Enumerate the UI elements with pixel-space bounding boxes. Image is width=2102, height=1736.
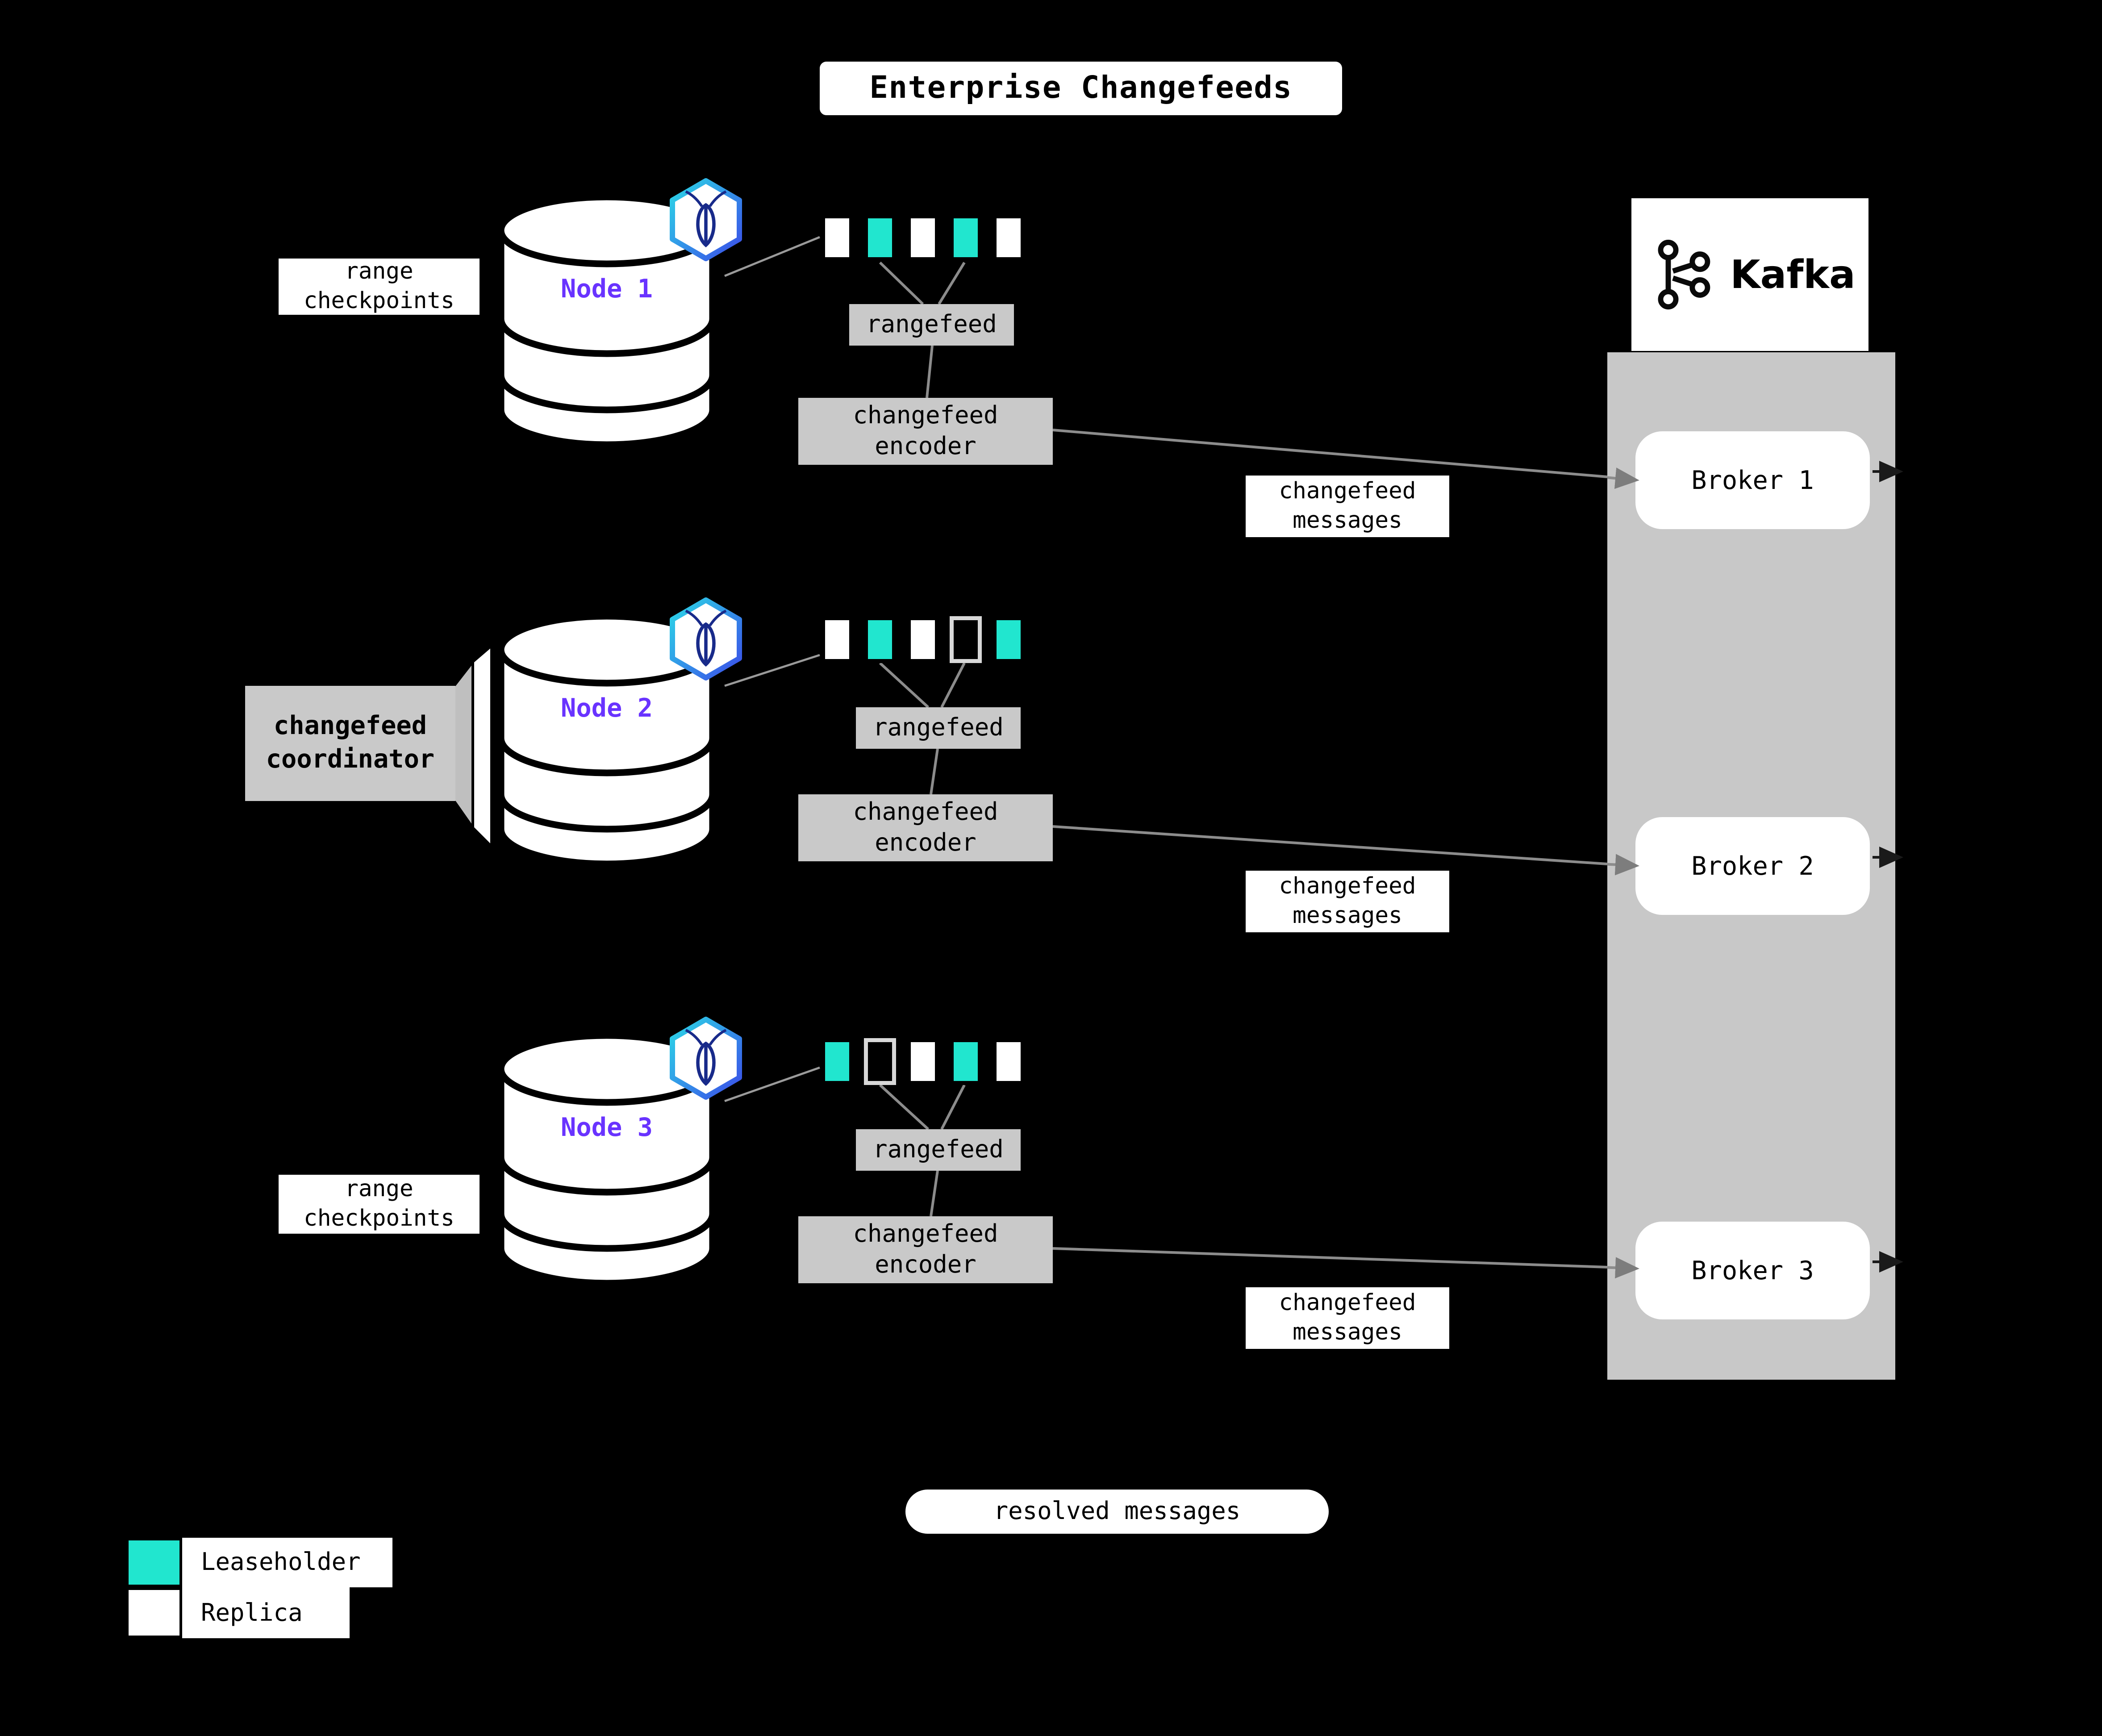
label-line: messages <box>1293 508 1402 534</box>
kafka-broker-2: Broker 2 <box>1635 817 1870 915</box>
cockroachdb-logo-icon <box>668 597 743 680</box>
range-checkpoints-label-1: range checkpoints <box>279 259 480 315</box>
node-3-database: Node 3 <box>489 1017 742 1294</box>
cockroachdb-logo-icon <box>668 1017 743 1100</box>
cockroachdb-logo-icon <box>668 178 743 261</box>
label-line: range <box>345 1176 413 1203</box>
database-cylinder-icon <box>497 613 716 868</box>
rangefeed-label-1: rangefeed <box>849 304 1014 346</box>
replica-square <box>864 616 896 663</box>
legend-replica-swatch <box>126 1587 182 1638</box>
legend-leaseholder-label: Leaseholder <box>182 1538 392 1587</box>
label-line: checkpoints <box>304 1206 455 1232</box>
changefeed-encoder-label-2: changefeed encoder <box>798 794 1053 861</box>
replica-square <box>821 214 853 261</box>
replica-square <box>821 616 853 663</box>
node-3-label: Node 3 <box>561 1113 653 1143</box>
replica-square <box>821 1038 853 1085</box>
label-line: changefeed <box>1279 478 1416 505</box>
replica-square <box>993 1038 1025 1085</box>
label-line: changefeed <box>273 711 427 741</box>
rangefeed-label-3: rangefeed <box>856 1129 1021 1171</box>
label-line: messages <box>1293 1319 1402 1346</box>
changefeed-encoder-label-1: changefeed encoder <box>798 398 1053 465</box>
changefeed-messages-label-1: changefeed messages <box>1246 476 1449 537</box>
changefeed-messages-label-3: changefeed messages <box>1246 1287 1449 1349</box>
replica-square <box>907 1038 939 1085</box>
label-line: encoder <box>875 433 976 461</box>
diagram-title: Enterprise Changefeeds <box>817 59 1345 118</box>
label-line: messages <box>1293 903 1402 930</box>
coordinator-wedge <box>453 643 493 850</box>
node-1-database: Node 1 <box>489 178 742 455</box>
node-3-replica-squares <box>821 1038 1025 1085</box>
node-2-database: Node 2 <box>489 597 742 875</box>
legend-leaseholder-swatch <box>126 1538 182 1587</box>
rangefeed-label-2: rangefeed <box>856 707 1021 749</box>
replica-square <box>907 616 939 663</box>
label-line: encoder <box>875 829 976 857</box>
database-cylinder-icon <box>497 1032 716 1287</box>
changefeed-encoder-label-3: changefeed encoder <box>798 1216 1053 1283</box>
kafka-logo: Kafka <box>1631 198 1868 351</box>
database-cylinder-icon <box>497 193 716 448</box>
kafka-icon <box>1657 239 1710 310</box>
kafka-brand-text: Kafka <box>1730 252 1856 297</box>
label-line: checkpoints <box>304 288 455 315</box>
label-line: encoder <box>875 1251 976 1279</box>
kafka-broker-3: Broker 3 <box>1635 1222 1870 1319</box>
resolved-messages-label: resolved messages <box>905 1490 1329 1534</box>
kafka-broker-1: Broker 1 <box>1635 431 1870 529</box>
label-line: changefeed <box>853 797 998 826</box>
label-line: changefeed <box>853 401 998 430</box>
label-line: coordinator <box>266 745 435 774</box>
range-checkpoints-label-3: range checkpoints <box>279 1175 480 1234</box>
replica-square <box>993 616 1025 663</box>
replica-square <box>950 1038 982 1085</box>
label-line: changefeed <box>1279 1289 1416 1317</box>
replica-square <box>950 616 982 663</box>
node-2-replica-squares <box>821 616 1025 663</box>
replica-square <box>993 214 1025 261</box>
changefeed-messages-label-2: changefeed messages <box>1246 871 1449 932</box>
label-line: range <box>345 258 413 285</box>
replica-square <box>864 1038 896 1085</box>
node-1-label: Node 1 <box>561 275 653 304</box>
replica-square <box>907 214 939 261</box>
replica-square <box>864 214 896 261</box>
label-line: changefeed <box>853 1219 998 1248</box>
node-2-label: Node 2 <box>561 694 653 723</box>
label-line: changefeed <box>1279 873 1416 900</box>
replica-square <box>950 214 982 261</box>
changefeed-coordinator-label: changefeed coordinator <box>245 686 455 801</box>
node-1-replica-squares <box>821 214 1025 261</box>
legend-replica-label: Replica <box>182 1587 350 1638</box>
